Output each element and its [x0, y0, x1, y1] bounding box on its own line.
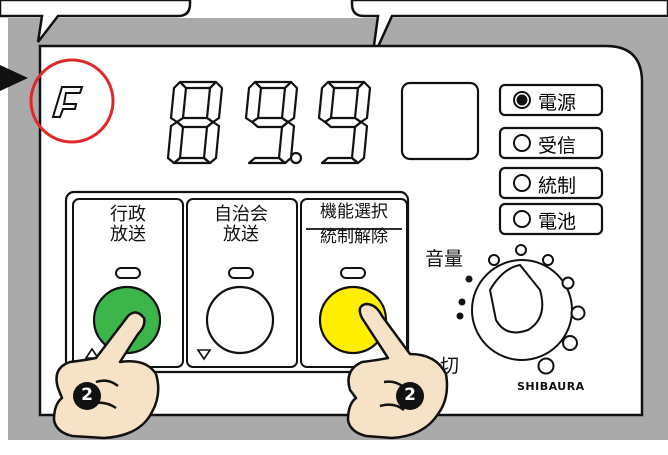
step-marker-right	[396, 382, 424, 410]
gyosei-label-line1: 行政	[110, 204, 146, 225]
brand-logo: SHIBAURA	[517, 380, 585, 393]
jichikai-label-line2: 放送	[223, 223, 259, 245]
gyosei-label: 行政 放送	[92, 205, 164, 245]
blank-display-window	[400, 81, 480, 161]
step-marker-left-label: 2	[81, 385, 93, 405]
battery-lamp-icon	[513, 210, 531, 228]
kinou-lamp-icon	[340, 267, 366, 279]
mode-indicator-f	[51, 86, 84, 118]
kinou-label-line2: 統制解除	[320, 226, 388, 247]
display-digit-2	[244, 80, 299, 165]
step-marker-right-label: 2	[404, 385, 416, 405]
highlight-circle	[29, 58, 115, 144]
jichikai-lamp-icon	[228, 267, 254, 279]
jichikai-label-line1: 自治会	[214, 204, 268, 225]
volume-off-label: 切	[440, 355, 460, 377]
callout-bubble-right	[350, 0, 668, 61]
callout-bubble-left	[0, 0, 192, 43]
segment-display	[166, 80, 372, 165]
indicator-power-label: 電源	[538, 92, 577, 114]
jichikai-label: 自治会 放送	[200, 205, 282, 245]
pointer-arrow-icon	[0, 65, 28, 91]
volume-knob-pointer-icon	[488, 263, 544, 334]
control-lamp-icon	[513, 174, 531, 192]
pointing-hand-right	[346, 302, 449, 440]
indicator-battery-label: 電池	[538, 211, 577, 233]
volume-label: 音量	[425, 248, 464, 270]
kinou-label-line1: 機能選択	[320, 202, 388, 222]
display-digit-3	[317, 80, 372, 165]
gyosei-lamp-icon	[115, 267, 141, 279]
indicator-control-label: 統制	[538, 175, 577, 197]
volume-knob-group	[456, 244, 586, 375]
indicator-receive-label: 受信	[538, 135, 577, 157]
display-decimal-point	[289, 151, 303, 165]
receive-lamp-icon	[513, 134, 531, 152]
step-marker-left	[73, 382, 101, 410]
triangle-marker-icon	[196, 349, 212, 361]
kinou-label: 機能選択 統制解除	[303, 200, 405, 249]
display-digit-1	[166, 80, 224, 165]
gyosei-label-line2: 放送	[110, 223, 146, 245]
jichikai-broadcast-button[interactable]	[205, 285, 275, 355]
